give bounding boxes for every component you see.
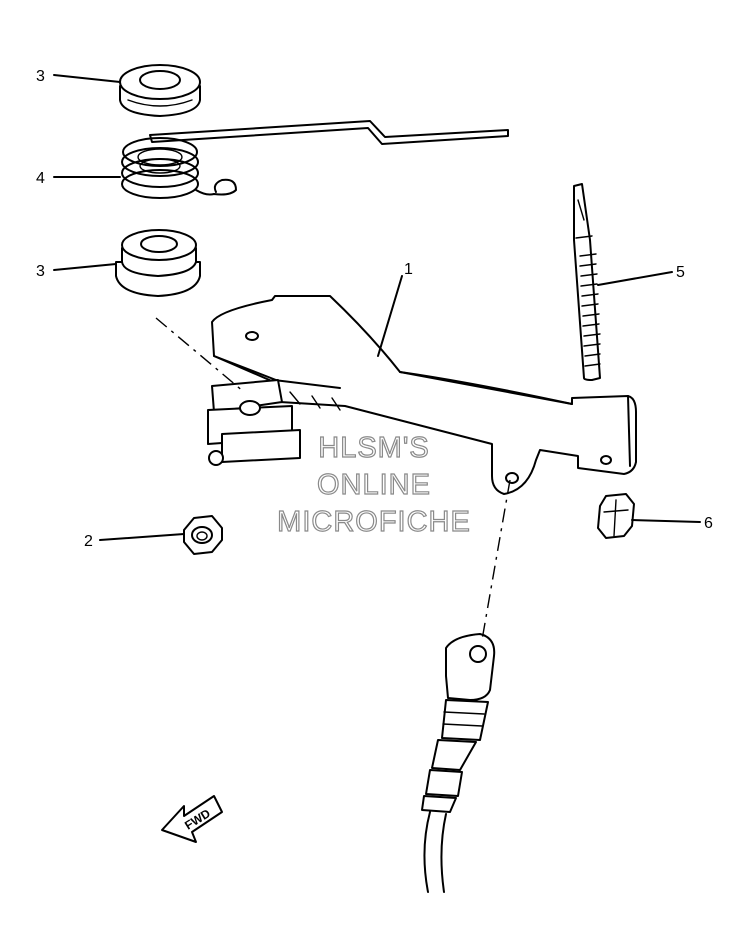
throttle-lever-bracket	[207, 295, 637, 495]
watermark: HLSM'S ONLINE MICROFICHE	[277, 431, 471, 538]
hex-nut	[183, 515, 223, 555]
fwd-arrow: FWD	[161, 795, 223, 843]
callout-cap-nut: 6	[704, 515, 713, 532]
leader-lines	[53, 74, 701, 541]
callout-throttle-lever: 1	[404, 261, 413, 278]
callout-hex-nut: 2	[84, 533, 93, 550]
watermark-line-1: HLSM'S	[318, 432, 429, 464]
grommet-top	[119, 64, 201, 117]
callout-adjusting-screw: 5	[676, 264, 685, 281]
assembly-centerlines	[155, 317, 511, 641]
watermark-line-3: MICROFICHE	[277, 506, 471, 538]
watermark-line-2: ONLINE	[317, 469, 431, 501]
torsion-spring	[121, 120, 509, 199]
callout-numbers: 3 4 3 1 5 2 6	[36, 68, 713, 550]
throttle-cable	[421, 633, 496, 893]
callout-grommet-top: 3	[36, 68, 45, 85]
grommet-bottom	[115, 229, 201, 297]
adjusting-screw	[573, 183, 601, 381]
cap-nut	[597, 493, 635, 539]
callout-grommet-bottom: 3	[36, 263, 45, 280]
callout-torsion-spring: 4	[36, 170, 45, 187]
